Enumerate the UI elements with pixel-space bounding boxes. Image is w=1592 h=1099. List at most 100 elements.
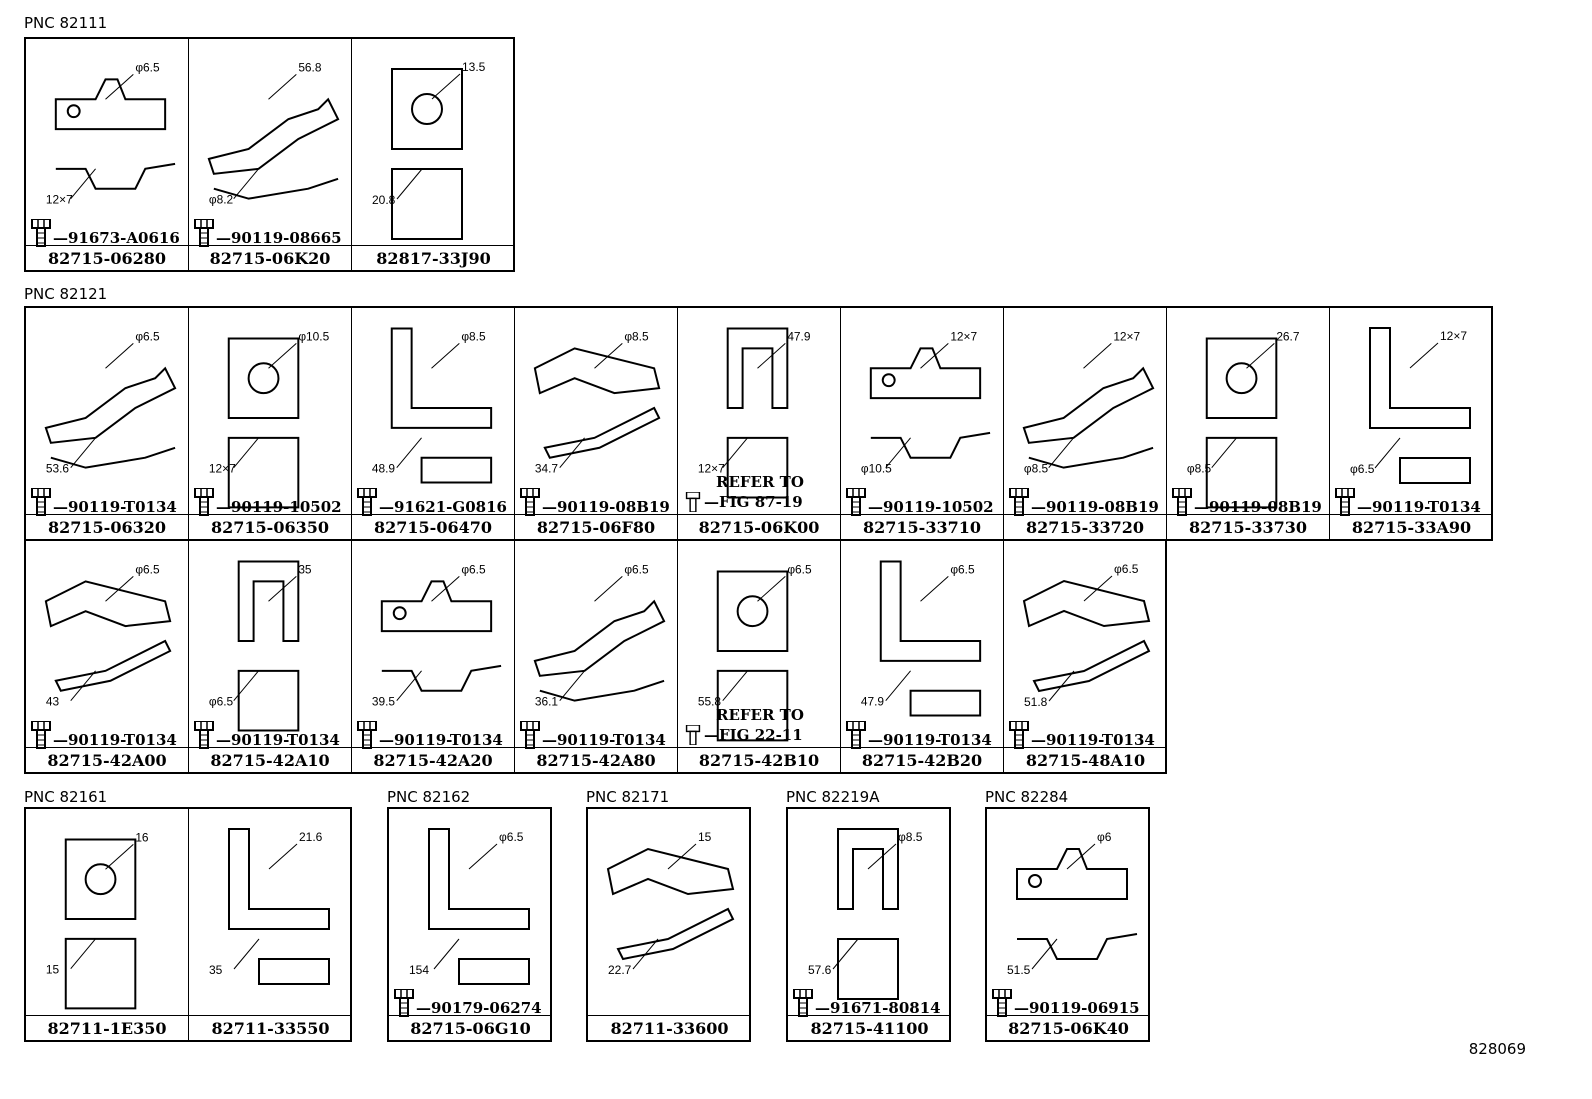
dimension-label: 12×7 [950,329,977,343]
part-number: 82715-06K00 [678,514,840,541]
dimension-label: 51.5 [1007,963,1031,977]
fastener-part-number: —91671-80814 [815,999,941,1017]
bolt-icon [1009,488,1029,516]
bolt-icon [1172,488,1192,516]
fastener-callout: —91671-80814 [792,989,941,1017]
dimension-annotations: φ8.534.7 [535,329,649,475]
bolt-icon [846,488,866,516]
dimension-label: 12×7 [46,193,73,207]
part-illustration [54,78,176,190]
fastener-callout: —90119-T0134 [845,721,992,749]
dimension-label: φ10.5 [861,462,892,476]
dimension-annotations: 13.520.8 [372,60,486,207]
dimension-label: φ6.5 [209,695,234,709]
pnc-label: PNC 82121 [24,285,108,303]
fastener-callout: —90119-T0134 [30,721,177,749]
part-number: 82715-06280 [26,245,188,272]
part-number: 82715-06K20 [189,245,351,272]
fastener-part-number: —90119-10502 [868,498,994,516]
dimension-label: φ6.5 [1350,462,1375,476]
part-number: 82715-06470 [352,514,514,541]
part-number: 82715-42A10 [189,747,351,774]
part-illustration [1369,327,1471,484]
dimension-label: 39.5 [372,695,396,709]
dimension-annotations: 56.8φ8.2 [209,60,322,206]
bolt-icon [846,721,866,749]
dimension-label: 15 [698,830,712,844]
pnc-label: PNC 82284 [985,788,1069,806]
fastener-callout: —90119-06915 [991,989,1140,1017]
part-illustration [1016,848,1138,960]
dimension-label: 47.9 [787,329,811,343]
bolt-icon [194,721,214,749]
dimension-label: 35 [298,562,312,576]
dimension-label: 22.7 [608,963,632,977]
fastener-part-number: —90119-T0134 [1031,731,1155,749]
dimension-label: 35 [209,963,223,977]
part-number: 82711-33550 [189,1015,352,1042]
fastener-part-number: —90119-T0134 [868,731,992,749]
fastener-callout: —90119-T0134 [519,721,666,749]
dimension-label: 15 [46,963,60,977]
fastener-part-number: —90119-T0134 [1357,498,1481,516]
pnc-label: PNC 82161 [24,788,108,806]
dimension-label: 26.7 [1276,329,1300,343]
fastener-callout: —90119-08B19 [1171,488,1322,516]
part-illustration [391,68,463,240]
dimension-annotations: φ6.547.9 [861,562,975,708]
bolt-icon [31,721,51,749]
dimension-annotations: φ8.557.6 [808,830,923,977]
bolt-icon [685,492,701,512]
part-illustration [533,347,661,459]
part-number: 82715-33720 [1004,514,1166,541]
dimension-annotations: φ6.539.5 [372,562,486,709]
part-number: 82715-42A80 [515,747,677,774]
part-number: 82715-42B20 [841,747,1003,774]
dimension-label: φ6.5 [950,562,975,576]
fastener-part-number: —91673-A0616 [53,229,180,247]
dimension-annotations: φ6.543 [46,562,160,708]
bolt-icon [520,721,540,749]
dimension-label: 56.8 [298,60,322,74]
dimension-annotations: 12×7φ6.5 [1350,329,1467,476]
dimension-label: φ8.5 [898,830,923,844]
part-illustration [390,327,493,484]
part-number: 82715-41100 [788,1015,951,1042]
bolt-icon [357,721,377,749]
part-illustration [380,580,502,692]
refer-note: REFER TO—FIG 87-19 [682,472,804,512]
dimension-label: φ6.5 [135,60,160,74]
bolt-icon [31,488,51,516]
part-number: 82715-06K40 [987,1015,1150,1042]
bolt-icon [520,488,540,516]
fastener-part-number: —91621-G0816 [379,498,507,516]
